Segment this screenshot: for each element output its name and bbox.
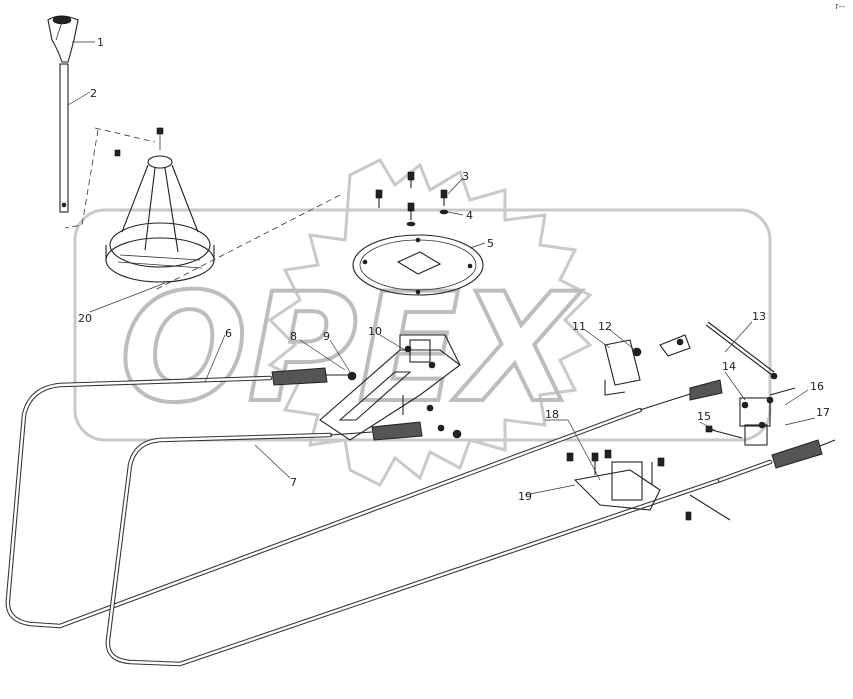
part-14-lever-assembly bbox=[739, 396, 774, 446]
part-13-rod bbox=[705, 321, 778, 380]
callout-13: 13 bbox=[752, 310, 766, 323]
assembly-line bbox=[94, 127, 156, 143]
part-9-nut bbox=[347, 371, 462, 439]
watermark-logo: OPEX bbox=[73, 158, 772, 487]
part-5-base-plate bbox=[352, 234, 484, 296]
callout-9: 9 bbox=[323, 330, 330, 343]
watermark-frame bbox=[73, 208, 772, 442]
part-7-select-cable bbox=[105, 421, 836, 667]
callout-6: 6 bbox=[225, 327, 232, 340]
part-16-lever bbox=[769, 387, 796, 396]
callout-17: 17 bbox=[816, 406, 830, 419]
callout-1: 1 bbox=[97, 36, 104, 49]
watermark-text: OPEX bbox=[120, 262, 582, 436]
callout-10: 10 bbox=[368, 325, 382, 338]
part-3-bolts bbox=[375, 171, 448, 220]
callout-20: 20 bbox=[78, 312, 92, 325]
callout-14: 14 bbox=[722, 360, 736, 373]
part-19-mount-bracket bbox=[566, 449, 731, 521]
callout-labels: 1 2 3 4 5 6 7 8 9 10 11 12 13 14 15 16 1… bbox=[78, 36, 830, 503]
callout-4: 4 bbox=[466, 209, 473, 222]
part-4-washers bbox=[406, 209, 449, 227]
assembly-line bbox=[154, 194, 341, 291]
part-12-fitting bbox=[659, 334, 691, 357]
part-6-shift-cable bbox=[5, 367, 723, 629]
callout-5: 5 bbox=[487, 237, 494, 250]
part-10-shifter-bracket bbox=[319, 334, 461, 441]
callout-7: 7 bbox=[290, 476, 297, 489]
callout-16: 16 bbox=[810, 380, 824, 393]
watermark-gear bbox=[267, 158, 593, 487]
callout-8: 8 bbox=[290, 330, 297, 343]
part-2-lever-rod bbox=[59, 63, 69, 213]
callout-3: 3 bbox=[462, 170, 469, 183]
callout-15: 15 bbox=[697, 410, 711, 423]
callout-11: 11 bbox=[572, 320, 586, 333]
part-15-pin bbox=[705, 425, 743, 439]
assembly-line bbox=[64, 129, 99, 229]
corner-mark: r-- bbox=[835, 2, 845, 12]
callout-2: 2 bbox=[90, 87, 97, 100]
part-1-shift-knob bbox=[47, 15, 79, 63]
callout-19: 19 bbox=[518, 490, 532, 503]
callout-18: 18 bbox=[545, 408, 559, 421]
part-11-bracket bbox=[604, 339, 642, 396]
part-20-boot-cone bbox=[105, 127, 215, 283]
callout-12: 12 bbox=[598, 320, 612, 333]
leader-lines bbox=[67, 41, 816, 496]
